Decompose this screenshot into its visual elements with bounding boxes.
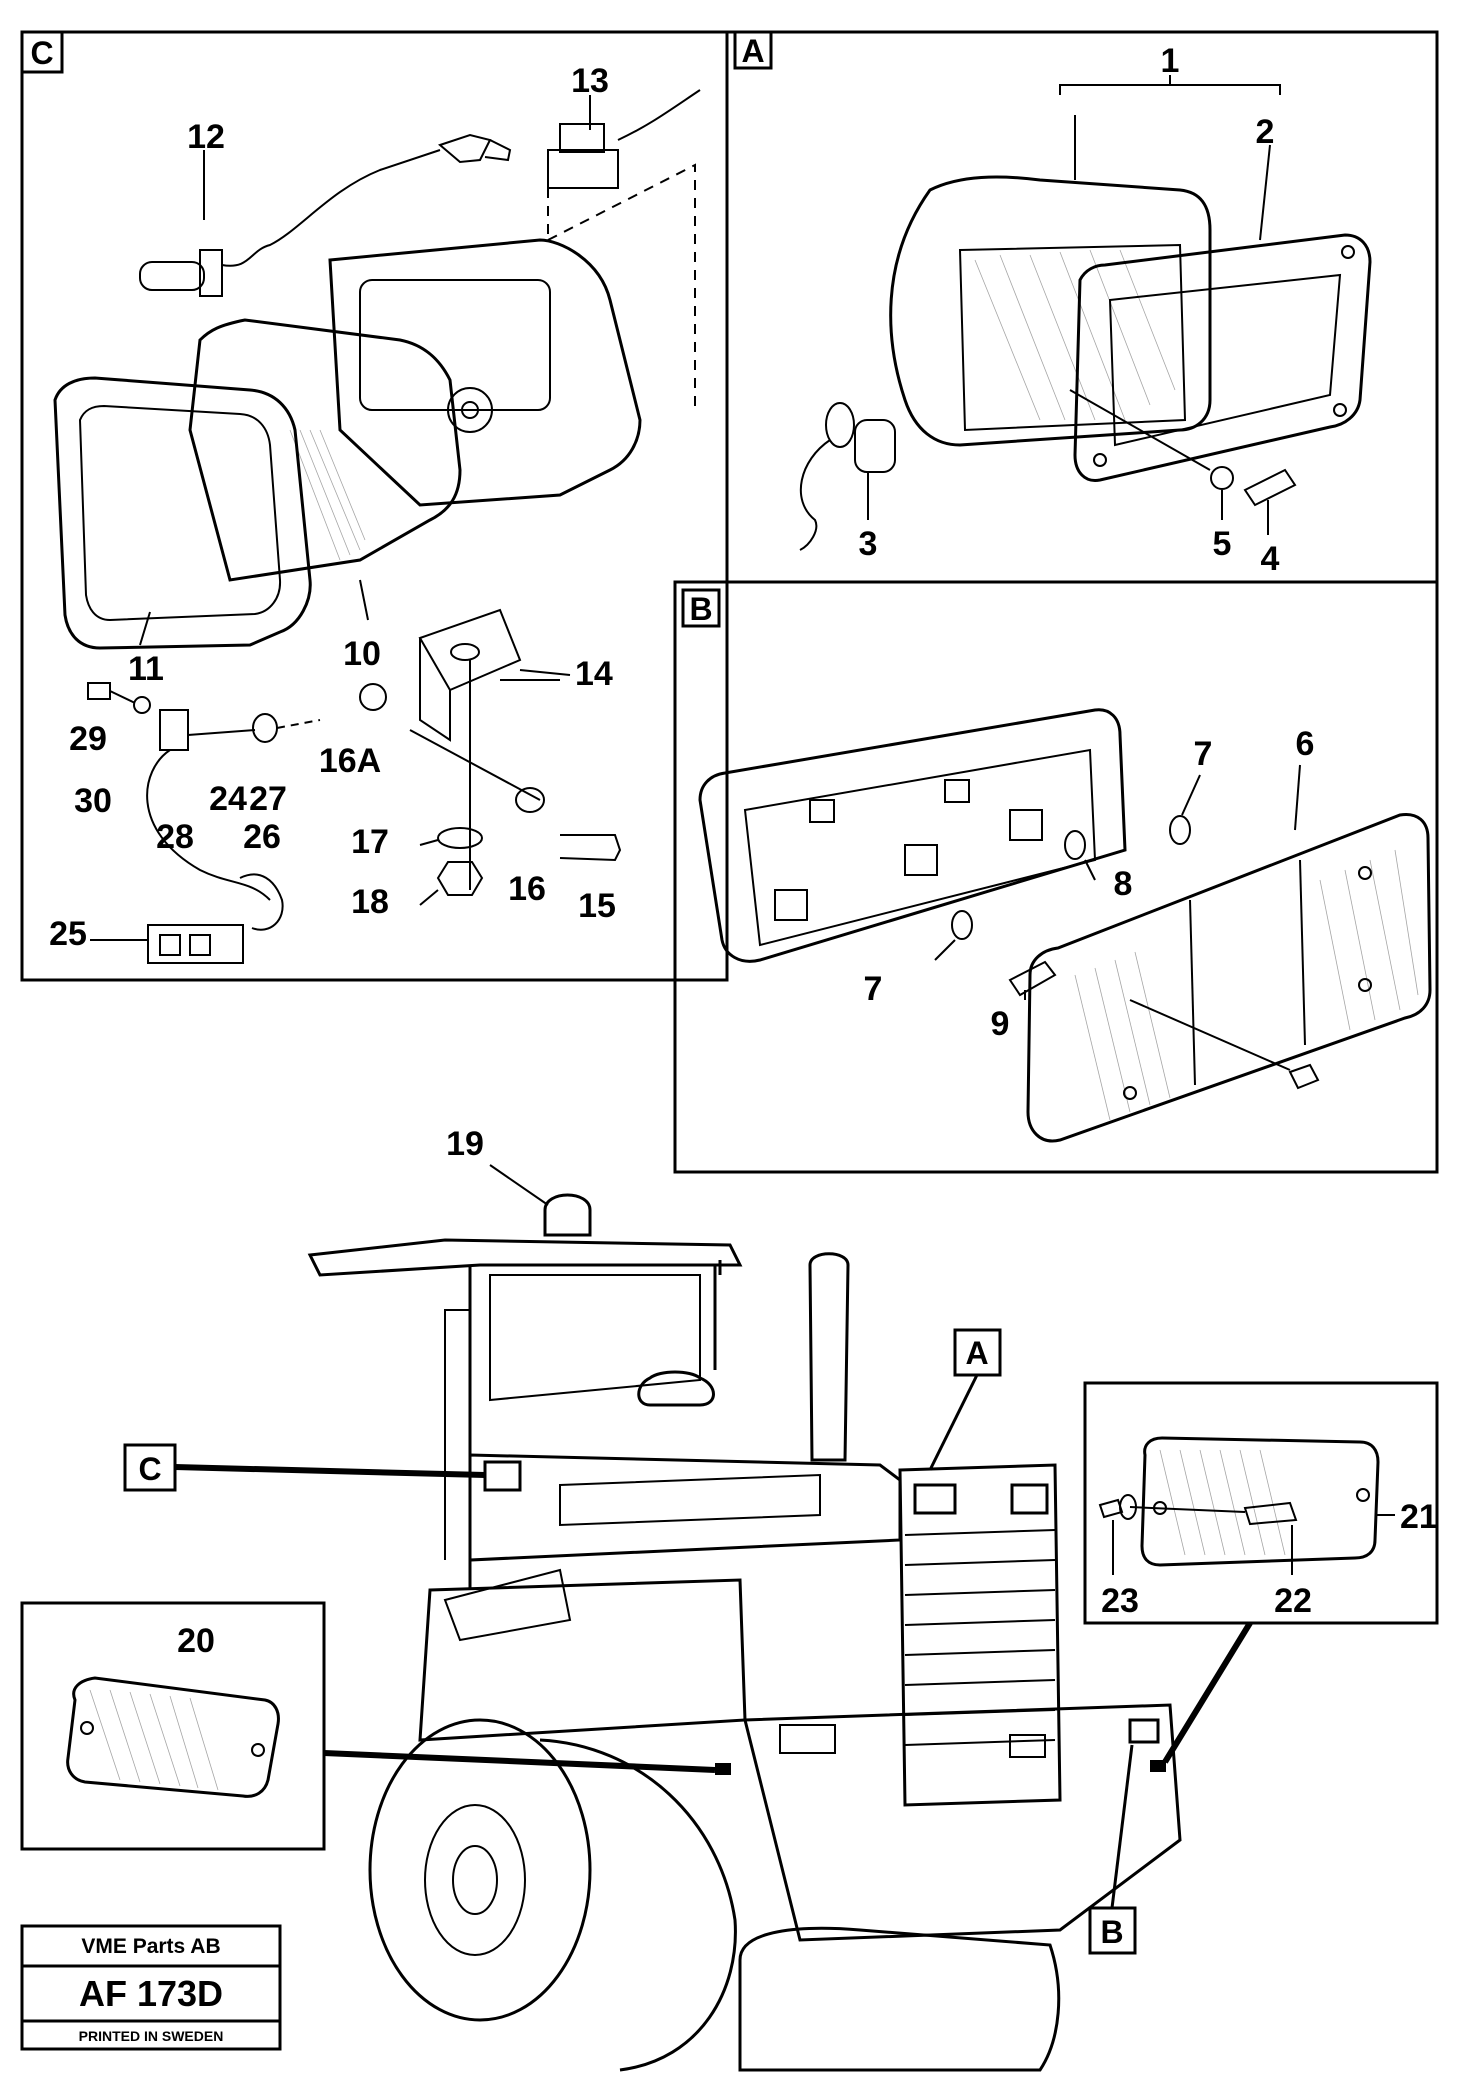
- callout-6: 6: [1296, 725, 1315, 763]
- callout-19: 19: [446, 1125, 484, 1163]
- callout-22: 22: [1274, 1582, 1312, 1620]
- headlamp-drawing: [799, 175, 1372, 551]
- callout-11: 11: [128, 650, 164, 688]
- footer-code: AF 173D: [79, 1973, 223, 2014]
- footer-company: VME Parts AB: [81, 1935, 220, 1958]
- callout-14: 14: [575, 655, 613, 693]
- callout-3: 3: [859, 525, 878, 563]
- footer-printed: PRINTED IN SWEDEN: [79, 2028, 224, 2044]
- panel-a-letter: A: [741, 33, 764, 69]
- panel-c-leaders: [90, 95, 591, 941]
- callout-12: 12: [187, 118, 225, 156]
- panel-b-leaders: [934, 764, 1301, 1000]
- panel-a: A: [725, 30, 1439, 584]
- bracket-hardware-drawing: [359, 608, 622, 896]
- marker-a-box: [953, 1328, 1002, 1377]
- panel-a-frame: [725, 30, 1439, 584]
- panel-b: B: [673, 580, 1439, 1174]
- bulb-12-drawing: [139, 133, 512, 297]
- callout-28: 28: [156, 818, 194, 856]
- vehicle-marker-a: A: [928, 1328, 1002, 1471]
- callout-24: 24: [209, 780, 247, 818]
- callout-25: 25: [49, 915, 87, 953]
- loader-vehicle: [307, 1164, 1182, 2072]
- callout-15: 15: [578, 887, 616, 925]
- panel-a-letter-box: [733, 30, 773, 70]
- callout-13: 13: [571, 62, 609, 100]
- callout-29: 29: [69, 720, 107, 758]
- callout-1: 1: [1161, 42, 1180, 80]
- callout-26: 26: [243, 818, 281, 856]
- callout-4: 4: [1261, 540, 1280, 578]
- panel-c-letter-box: [20, 30, 64, 74]
- footer-block: VME Parts AB AF 173D PRINTED IN SWEDEN: [20, 1924, 282, 2051]
- callout-27: 27: [249, 780, 287, 818]
- callout-16: 16: [508, 870, 546, 908]
- vehicle-marker-c: C: [123, 1443, 486, 1492]
- panel-b-letter: B: [689, 591, 712, 627]
- cable-assembly-drawing: [87, 682, 321, 964]
- callout-16a: 16A: [319, 742, 381, 780]
- callout-7-lower: 7: [864, 970, 883, 1008]
- work-lamp-drawing: [53, 238, 642, 650]
- vehicle-marker-b: B: [1088, 1744, 1137, 1955]
- callout-2: 2: [1256, 113, 1275, 151]
- marker-c-letter: C: [138, 1451, 161, 1487]
- callout-30: 30: [74, 782, 112, 820]
- callout-21: 21: [1400, 1498, 1438, 1536]
- panel-b-frame: [673, 580, 1439, 1174]
- panel-c: C: [20, 30, 729, 982]
- detail-20-frame: [20, 1601, 326, 1851]
- callout-9: 9: [991, 1005, 1010, 1043]
- tail-lamp-drawing: [698, 708, 1432, 1143]
- detail-21: 21 22 23: [1083, 1381, 1439, 1764]
- callout-10: 10: [343, 635, 381, 673]
- callout-20: 20: [177, 1622, 215, 1660]
- marker-b-letter: B: [1100, 1914, 1123, 1950]
- callout-8: 8: [1114, 865, 1133, 903]
- callout-5: 5: [1213, 525, 1232, 563]
- connector-13-drawing: [547, 89, 701, 410]
- detail-21-frame: [1083, 1381, 1439, 1625]
- detail-20: 20: [20, 1601, 716, 1851]
- callout-23: 23: [1101, 1582, 1139, 1620]
- callout-7-upper: 7: [1194, 735, 1213, 773]
- panel-c-letter: C: [30, 35, 53, 71]
- callout-18: 18: [351, 883, 389, 921]
- panel-b-letter-box: [681, 588, 721, 628]
- panel-a-leaders: [867, 115, 1271, 535]
- marker-a-letter: A: [965, 1335, 988, 1371]
- callout-17: 17: [351, 823, 389, 861]
